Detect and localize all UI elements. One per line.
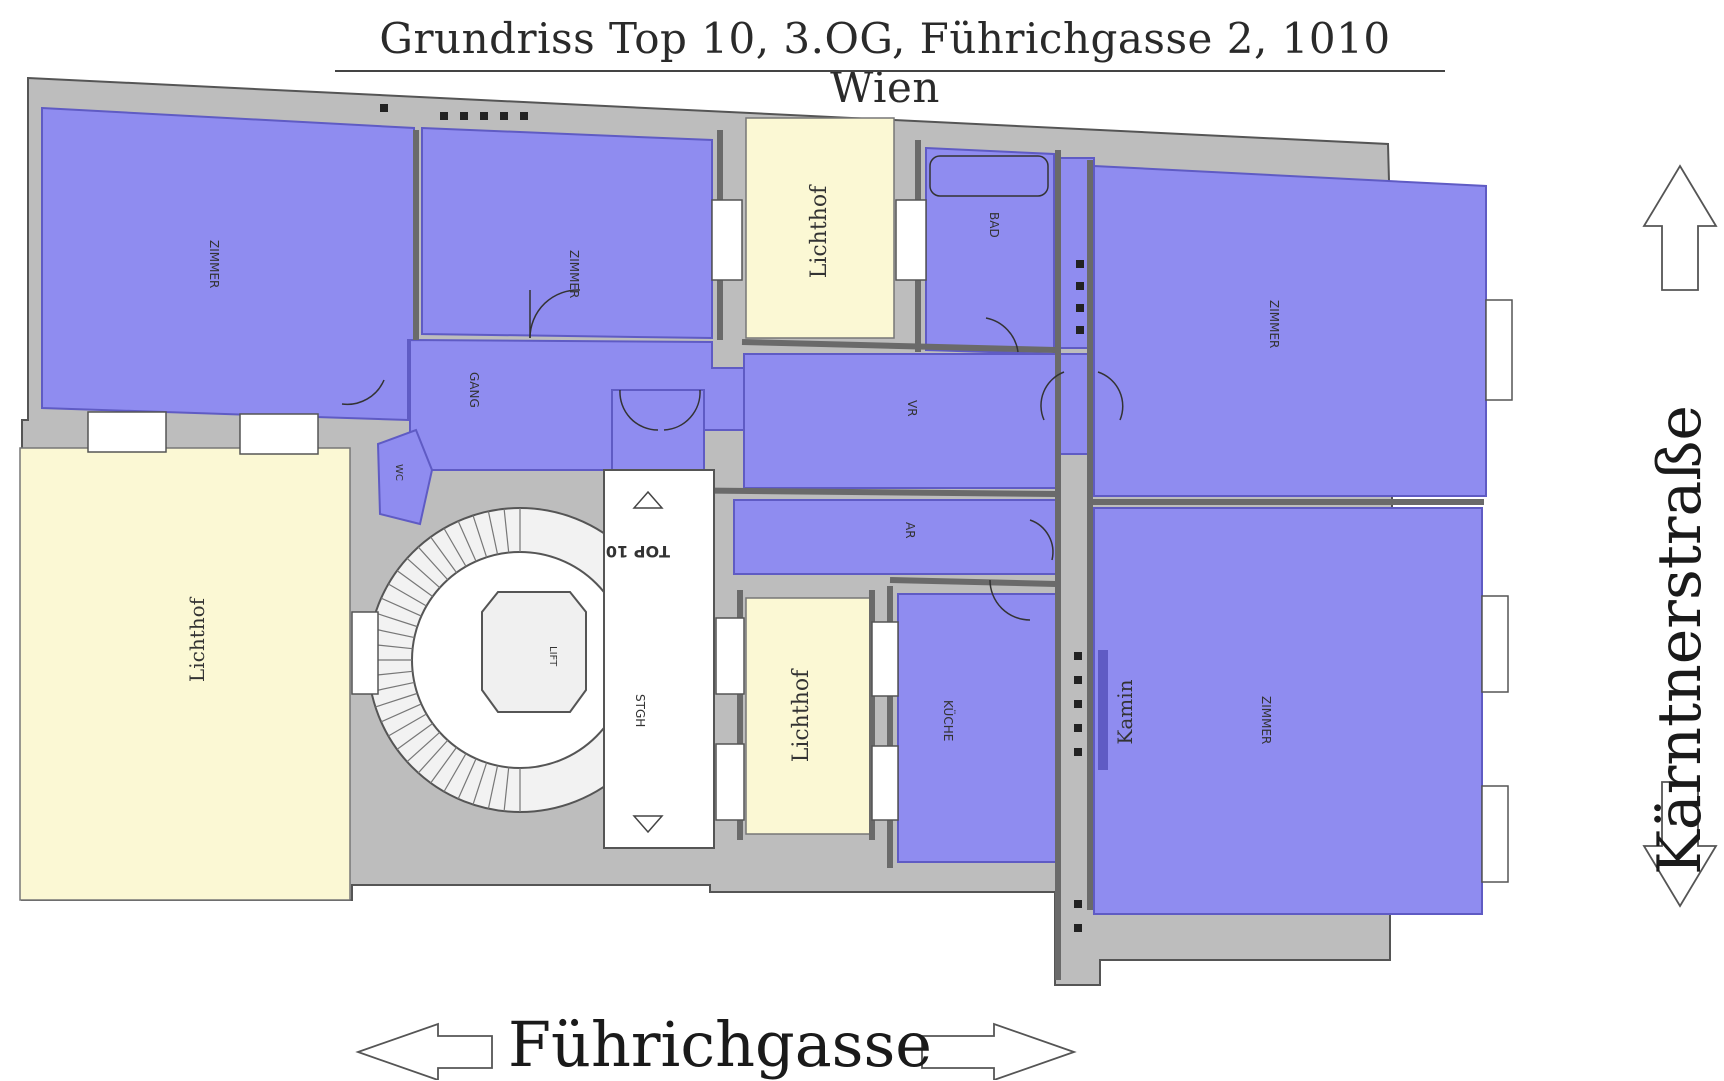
- shaft-marker: [1074, 676, 1082, 684]
- shaft-marker: [500, 112, 508, 120]
- kamin-strip: [1098, 650, 1108, 770]
- stair-tread: [380, 703, 422, 723]
- staircase: [367, 469, 715, 849]
- stair-tread: [457, 520, 477, 562]
- stair-tread: [503, 767, 510, 812]
- label-lichthof-top: Lichthof: [807, 184, 832, 278]
- label-lichthof-left: Lichthof: [185, 596, 209, 682]
- label-kueche: KÜCHE: [941, 700, 957, 741]
- shaft-marker: [1076, 282, 1084, 290]
- room-zimmer-2: [421, 126, 713, 340]
- stair-tread: [472, 762, 488, 805]
- arrow-left-icon: [355, 1022, 493, 1080]
- stair-tread: [430, 747, 458, 784]
- stair-tread: [380, 597, 422, 617]
- street-arrows: [355, 164, 1718, 1080]
- shaft-marker: [380, 104, 388, 112]
- stair-tread: [396, 722, 433, 750]
- shaft-marker: [460, 112, 468, 120]
- stair-tread: [396, 570, 433, 598]
- lichthof-left: [19, 447, 351, 901]
- label-bad: BAD: [987, 212, 1001, 238]
- label-stgh: STGH: [633, 694, 647, 727]
- lichthof-top: [745, 117, 895, 339]
- label-zimmer-2: ZIMMER: [567, 250, 581, 298]
- shaft-marker: [1074, 900, 1082, 908]
- stair-tread: [472, 515, 488, 558]
- shaft-marker: [1076, 304, 1084, 312]
- street-label-kaerntnerstrasse: Kärntnerstraße: [1645, 405, 1715, 875]
- label-zimmer-1: ZIMMER: [207, 240, 221, 288]
- stair-treads: [368, 508, 521, 812]
- bathtub: [929, 155, 1049, 197]
- label-vr: VR: [905, 400, 919, 417]
- stair-tread: [388, 583, 427, 607]
- room-zimmer-3: [1093, 164, 1487, 497]
- stair-tread: [406, 557, 441, 589]
- shaft-marker: [1074, 748, 1082, 756]
- label-lift: LIFT: [547, 646, 558, 667]
- stair-tread: [375, 612, 418, 628]
- room-kueche: [897, 593, 1057, 863]
- shaft-marker: [440, 112, 448, 120]
- label-ar: AR: [903, 522, 917, 539]
- shaft-marker: [1074, 700, 1082, 708]
- arrow-right-icon: [921, 1022, 1077, 1080]
- room-zimmer-4: [1093, 507, 1483, 915]
- label-zimmer-3: ZIMMER: [1267, 300, 1281, 348]
- street-label-fuehrichgasse: Führichgasse: [508, 1008, 932, 1081]
- door-swings: [341, 289, 1124, 621]
- stair-tread: [430, 536, 458, 573]
- room-zimmer-1: [41, 106, 415, 422]
- shaft-marker: [1076, 326, 1084, 334]
- shaft-marker: [1074, 924, 1082, 932]
- stair-tread: [457, 758, 477, 800]
- shaft-markers: [380, 104, 1084, 932]
- stair-tread: [443, 528, 467, 567]
- shaft-marker: [480, 112, 488, 120]
- stgh-landing: [603, 469, 715, 849]
- stair-tread: [417, 739, 449, 774]
- label-kamin: Kamin: [1113, 679, 1137, 744]
- label-wc: WC: [393, 464, 404, 481]
- stair-tread: [487, 765, 499, 809]
- stair-tread: [487, 511, 499, 555]
- stair-tread: [388, 713, 427, 737]
- rooms: [41, 106, 1487, 915]
- shaft-marker: [1074, 652, 1082, 660]
- title-underline: [335, 70, 1445, 72]
- stair-tread: [503, 508, 510, 553]
- arrow-up-icon: [1642, 164, 1718, 291]
- stair-tread: [406, 731, 441, 763]
- room-wc: [376, 428, 434, 526]
- label-top10: TOP 10: [606, 542, 670, 561]
- label-zimmer-4: ZIMMER: [1259, 696, 1273, 744]
- arrow-down-icon: [1642, 781, 1718, 908]
- windows: [87, 199, 1513, 883]
- stair-tread: [417, 546, 449, 581]
- lichthof-middle: [745, 597, 871, 835]
- stair-tread: [443, 753, 467, 792]
- lift-shaft: [481, 591, 587, 713]
- room-vr: [743, 353, 1057, 489]
- room-bad: [925, 146, 1055, 356]
- shaft-marker: [1076, 260, 1084, 268]
- room-labels: ZIMMER ZIMMER BAD ZIMMER ZIMMER GANG VR …: [185, 184, 1281, 762]
- label-gang: GANG: [467, 372, 481, 408]
- room-ar: [733, 499, 1057, 575]
- label-lichthof-middle: Lichthof: [789, 668, 814, 762]
- shaft-marker: [1074, 724, 1082, 732]
- stair-tread: [375, 692, 418, 708]
- shaft-marker: [520, 112, 528, 120]
